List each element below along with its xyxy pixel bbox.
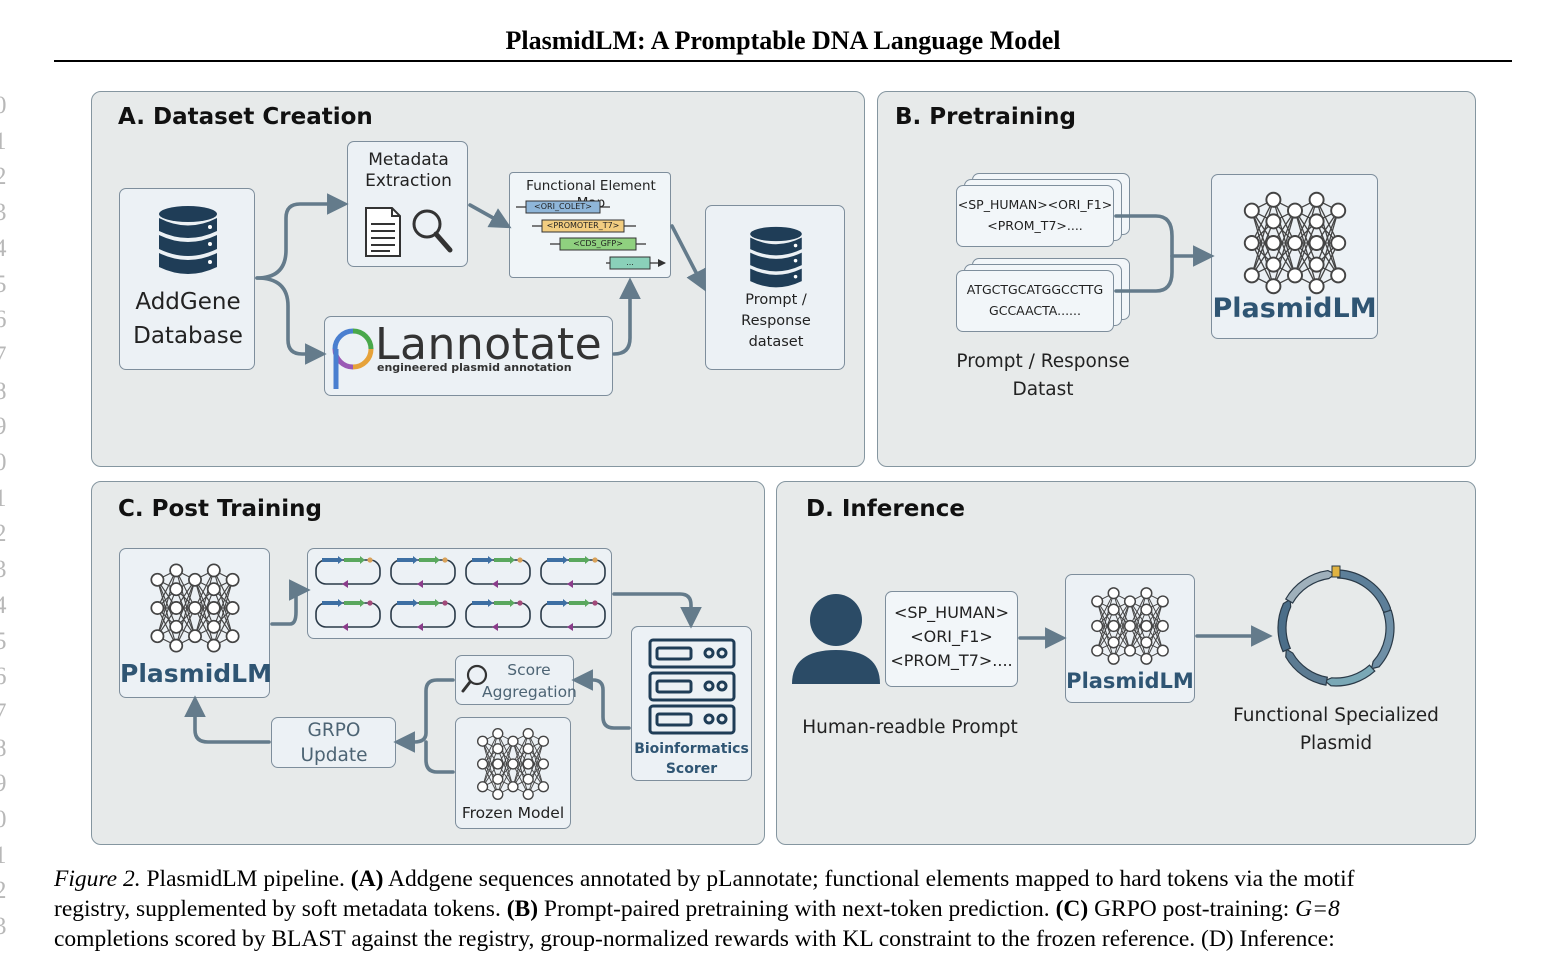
line-number: 7 xyxy=(0,698,7,726)
line-number: 1 xyxy=(0,484,7,512)
addgene-database-box: AddGene Database xyxy=(119,188,255,370)
scorer-label: Bioinformatics Scorer xyxy=(634,741,749,777)
line-number: 5 xyxy=(0,270,7,298)
plasmidlm-label: PlasmidLM xyxy=(1212,293,1377,324)
line-number: 3 xyxy=(0,913,7,941)
line-number: 4 xyxy=(0,234,7,262)
caption-figure-label: Figure 2. xyxy=(54,866,141,892)
inference-prompt-card: <SP_HUMAN> <ORI_F1> <PROM_T7>.... xyxy=(885,591,1018,687)
neural-network-icon xyxy=(150,563,240,653)
header-rule xyxy=(54,60,1512,62)
line-number: 3 xyxy=(0,199,7,227)
plasmidlm-label: PlasmidLM xyxy=(1066,669,1194,693)
database-icon xyxy=(159,206,217,274)
element-map-diagram xyxy=(516,200,666,270)
caption-text-c: GRPO post-training: xyxy=(1088,896,1296,922)
line-number: 7 xyxy=(0,341,7,369)
plannotate-name: Lannotate xyxy=(375,319,603,370)
neural-network-icon xyxy=(476,727,550,801)
pretraining-dataset-label: Prompt / Response Datast xyxy=(956,351,1130,400)
fem-token-promoter: <PROMOTER_T7> xyxy=(546,221,620,230)
line-number: 8 xyxy=(0,734,7,762)
grpo-update-box: GRPO Update xyxy=(271,717,396,768)
metadata-label: Metadata Extraction xyxy=(365,150,452,192)
generated-plasmids-box xyxy=(307,548,612,639)
caption-text-a: Addgene sequences annotated by pLannotat… xyxy=(383,866,1355,892)
line-number: 2 xyxy=(0,163,7,191)
dataset-label: Prompt / Response dataset xyxy=(741,292,811,350)
plasmid-ring-icon xyxy=(1277,565,1395,687)
frozen-model-label: Frozen Model xyxy=(461,804,565,822)
prompt-card: <SP_HUMAN><ORI_F1> <PROM_T7>.... xyxy=(956,185,1114,247)
line-number: 6 xyxy=(0,306,7,334)
line-number: 9 xyxy=(0,413,7,441)
line-number: 2 xyxy=(0,520,7,548)
caption-key-b: (B) xyxy=(506,896,539,922)
person-icon xyxy=(792,594,880,684)
fem-token-cds: <CDS_GFP> xyxy=(573,239,623,248)
running-header: PlasmidLM: A Promptable DNA Language Mod… xyxy=(505,26,1061,55)
neural-network-icon xyxy=(1091,587,1169,665)
line-number: 0 xyxy=(0,92,7,119)
response-card-text: ATGCTGCATGGCCTTG GCCAACTA...... xyxy=(966,282,1104,318)
magnifier-icon xyxy=(461,664,488,693)
caption-line-1: Figure 2. PlasmidLM pipeline. (A) Addgen… xyxy=(54,864,1514,894)
caption-line-2: registry, supplemented by soft metadata … xyxy=(54,894,1514,924)
neural-network-icon xyxy=(1243,191,1347,295)
panel-b-title: B. Pretraining xyxy=(895,104,1076,130)
line-number: 9 xyxy=(0,770,7,798)
line-number: 5 xyxy=(0,627,7,655)
generated-plasmid-samples xyxy=(315,556,606,631)
plasmidlm-model-box-d: PlasmidLM xyxy=(1065,574,1195,703)
line-number: 1 xyxy=(0,841,7,869)
prompt-card-text: <SP_HUMAN><ORI_F1> <PROM_T7>.... xyxy=(957,197,1113,233)
response-card: ATGCTGCATGGCCTTG GCCAACTA...... xyxy=(956,270,1114,332)
caption-key-a: (A) xyxy=(350,866,384,892)
line-number: 1 xyxy=(0,127,7,155)
score-aggregation-box: Score Aggregation xyxy=(455,655,577,705)
plasmidlm-model-box-c: PlasmidLM xyxy=(119,548,272,698)
document-search-icon xyxy=(365,207,453,257)
prompt-response-dataset-box: Prompt / Response dataset xyxy=(705,205,845,370)
panel-a-title: A. Dataset Creation xyxy=(118,104,373,130)
fem-token-ori: <ORI_COLET> xyxy=(534,202,592,211)
caption-line2-pre: registry, supplemented by soft metadata … xyxy=(54,896,507,922)
line-number: 6 xyxy=(0,663,7,691)
fem-token-more: ... xyxy=(626,258,634,267)
plasmidlm-model-box-b: PlasmidLM xyxy=(1211,174,1378,339)
metadata-extraction-box: Metadata Extraction xyxy=(347,141,468,267)
human-readable-prompt-label: Human-readble Prompt xyxy=(802,717,1018,738)
panel-d-title: D. Inference xyxy=(806,496,965,522)
line-number: 4 xyxy=(0,591,7,619)
caption-text-b: Prompt-paired pretraining with next-toke… xyxy=(538,896,1056,922)
line-number: 0 xyxy=(0,449,7,476)
database-icon xyxy=(750,226,802,288)
plannotate-logo-icon xyxy=(332,328,374,389)
server-icon xyxy=(648,638,736,735)
caption-g-equation: G=8 xyxy=(1295,896,1340,922)
line-number: 0 xyxy=(0,806,7,833)
plannotate-tagline: engineered plasmid annotation xyxy=(377,361,572,374)
caption-key-c: (C) xyxy=(1055,896,1089,922)
panel-c-title: C. Post Training xyxy=(118,496,322,522)
frozen-model-box: Frozen Model xyxy=(455,717,571,829)
figure-caption: Figure 2. PlasmidLM pipeline. (A) Addgen… xyxy=(54,864,1514,954)
plasmidlm-label: PlasmidLM xyxy=(120,659,272,688)
inference-prompt-text: <SP_HUMAN> <ORI_F1> <PROM_T7>.... xyxy=(890,603,1013,670)
line-number: 8 xyxy=(0,377,7,405)
addgene-label: AddGene Database xyxy=(133,289,243,349)
plannotate-box: Lannotate engineered plasmid annotation xyxy=(324,316,613,396)
line-number: 3 xyxy=(0,556,7,584)
caption-line-3: completions scored by BLAST against the … xyxy=(54,926,1335,952)
caption-intro: PlasmidLM pipeline. xyxy=(140,866,351,892)
score-aggregation-label: Score Aggregation xyxy=(482,661,577,701)
grpo-update-label: GRPO Update xyxy=(300,720,368,766)
functional-element-map-box: Functional Element Map <ORI_COLET> <PROM… xyxy=(509,172,671,278)
functional-plasmid-label: Functional Specialized Plasmid xyxy=(1233,705,1439,754)
bioinformatics-scorer-box: Bioinformatics Scorer xyxy=(631,626,752,781)
line-number: 2 xyxy=(0,877,7,905)
